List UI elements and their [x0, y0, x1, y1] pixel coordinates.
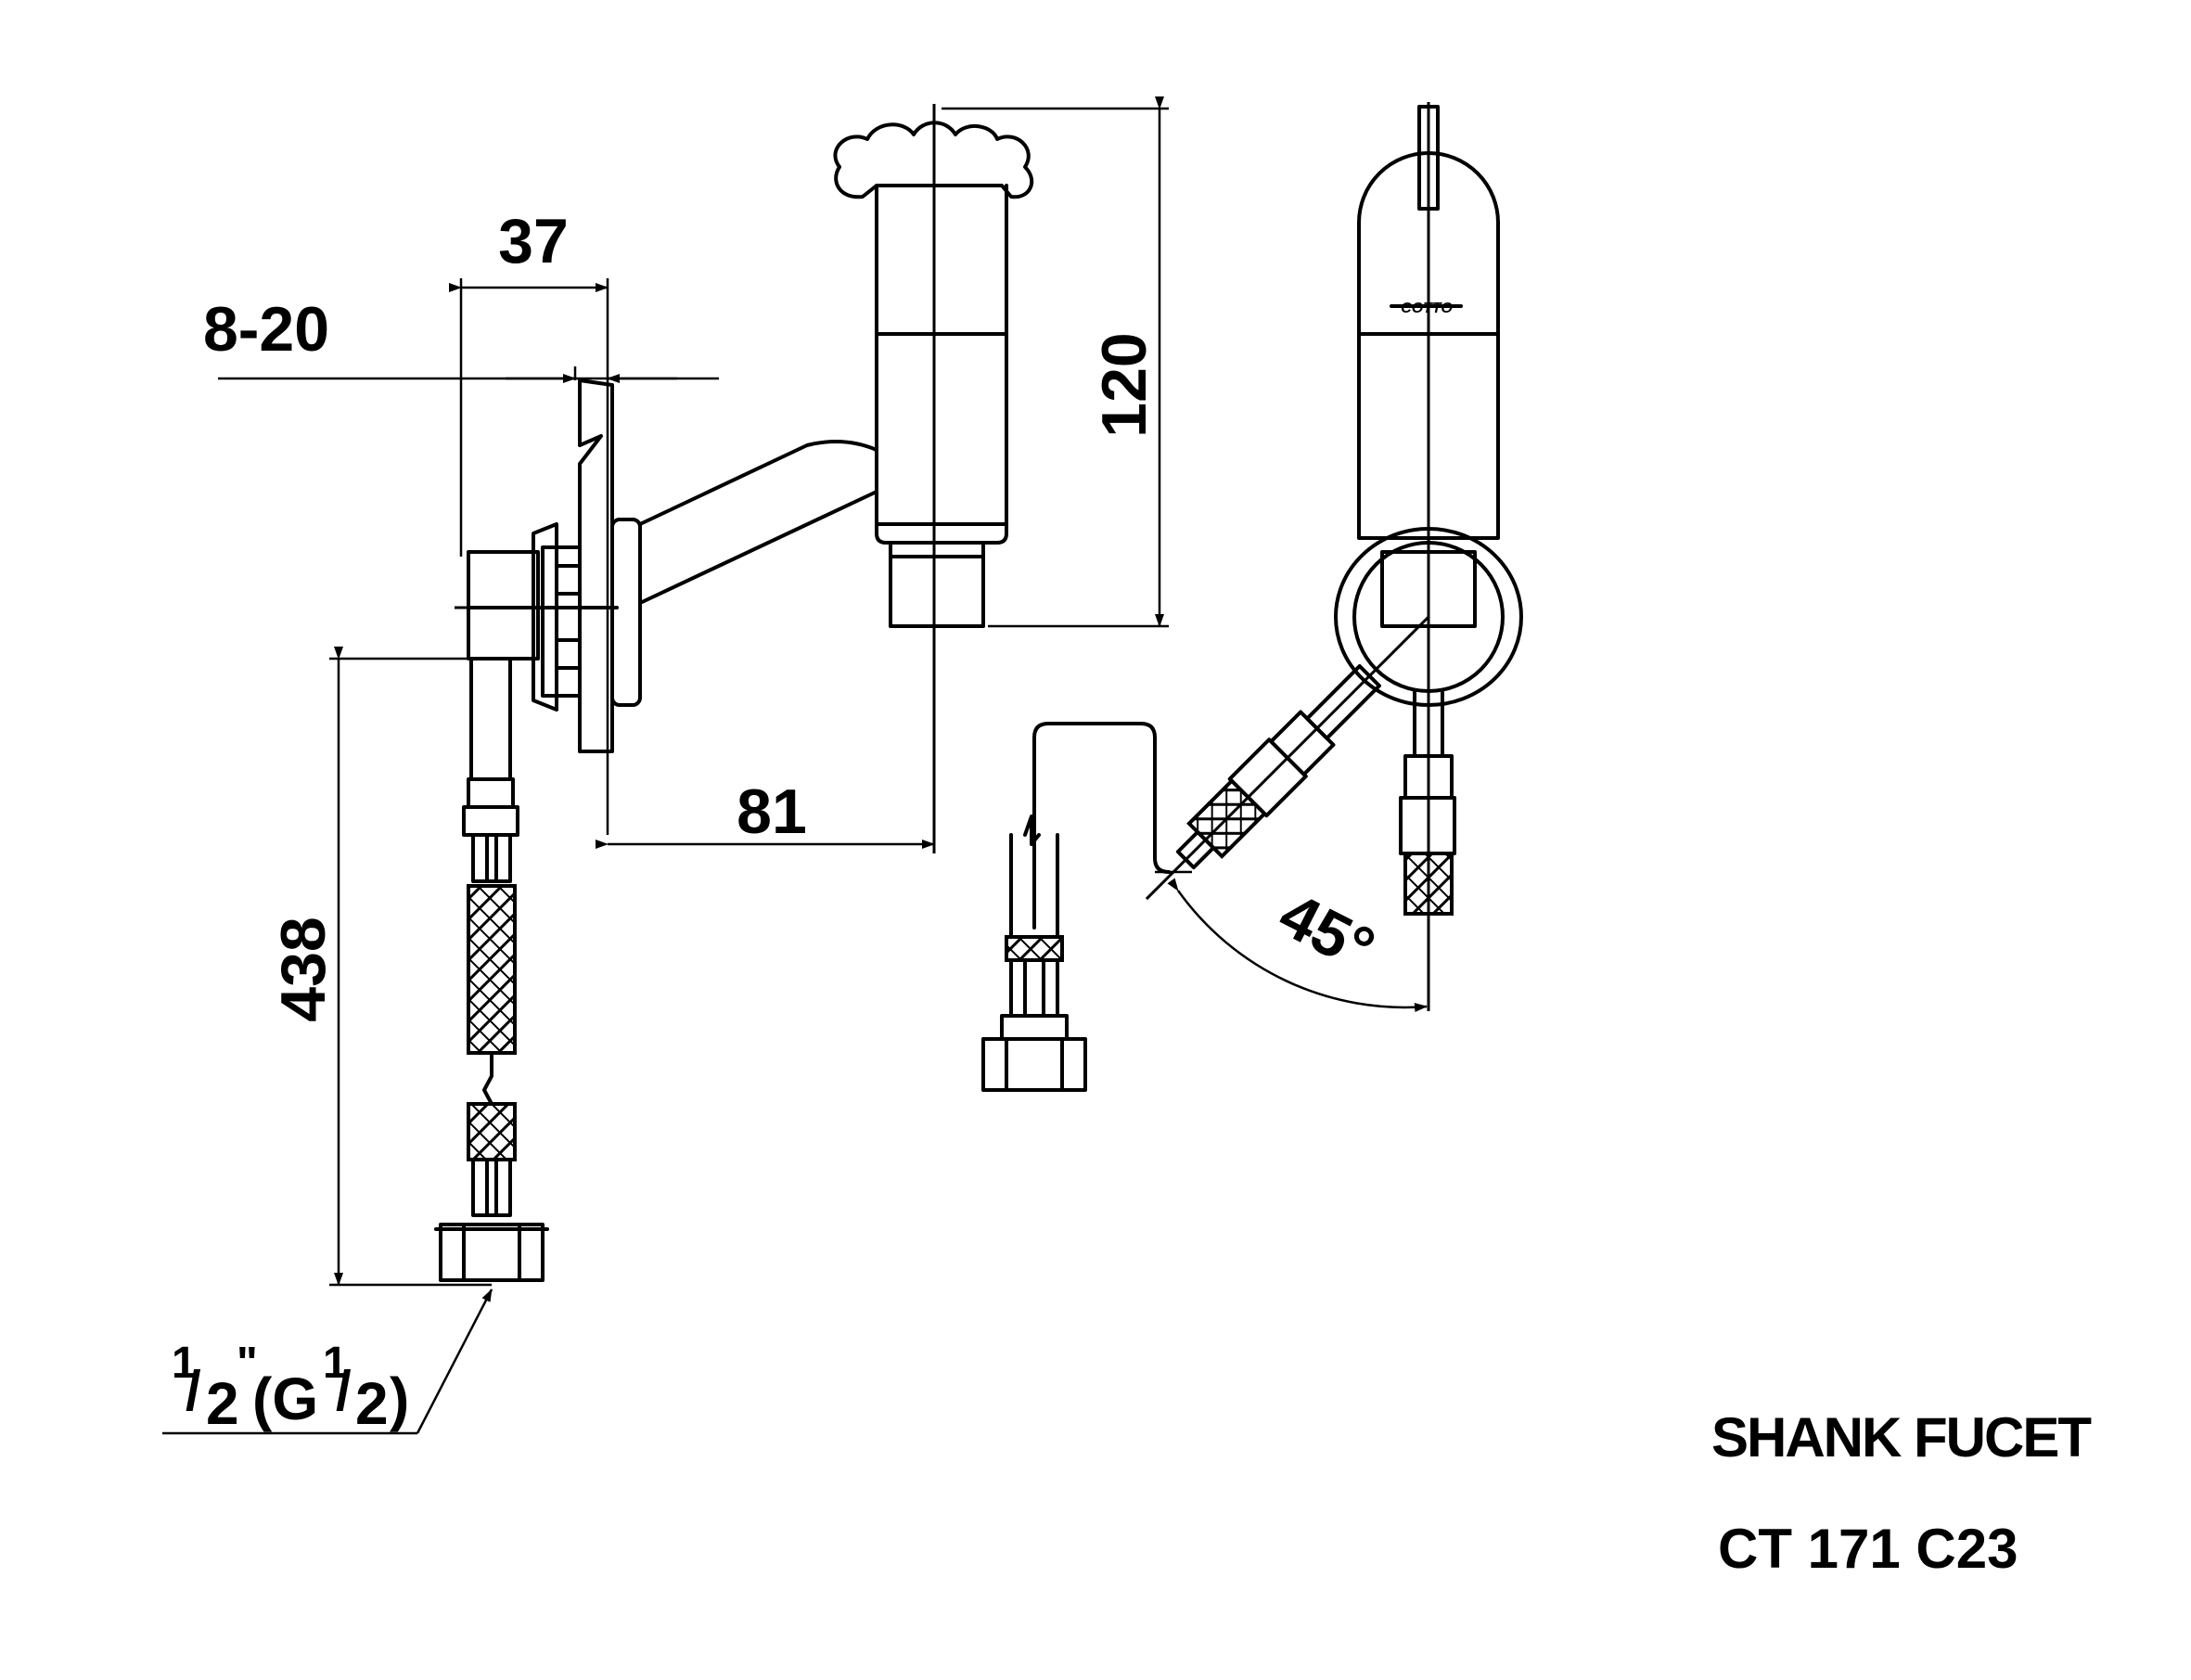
braided-hose-lower	[467, 1102, 517, 1161]
dim-37: 37	[498, 206, 569, 276]
hex-nut	[532, 522, 558, 712]
handle-cross	[833, 121, 1034, 199]
svg-text:/: /	[336, 1360, 352, 1422]
valve-body-upper	[875, 184, 1008, 336]
svg-text:1: 1	[172, 1339, 197, 1388]
svg-text:2: 2	[206, 1370, 239, 1437]
svg-text:(G: (G	[252, 1366, 318, 1432]
model-number: CT 171 C23	[1718, 1518, 2018, 1580]
arm	[638, 440, 878, 605]
angle-dimension	[1167, 878, 1428, 1013]
hose-stem	[469, 657, 512, 781]
front-view: COTTO	[1145, 102, 1523, 1011]
dim-8-20: 8-20	[203, 294, 329, 365]
inlet-nut	[439, 1223, 545, 1282]
dimension-lines	[162, 96, 1169, 1435]
brand-logo: COTTO	[1401, 301, 1453, 316]
braided-hose-upper	[467, 884, 517, 1055]
svg-text:): )	[390, 1366, 409, 1432]
shank-body	[467, 550, 540, 660]
product-name: SHANK FUCET	[1711, 1406, 2091, 1468]
thread-spec: 1 / 2 " (G 1 / 2 )	[172, 1339, 409, 1437]
dim-45-deg: 45°	[1268, 878, 1385, 984]
dim-81: 81	[737, 776, 807, 847]
supply-hose-detail	[981, 722, 1192, 1092]
lock-ring	[541, 545, 582, 698]
dim-438: 438	[268, 917, 339, 1021]
svg-text:/: /	[186, 1360, 201, 1422]
svg-text:": "	[237, 1339, 258, 1388]
outlet-nozzle	[889, 541, 985, 628]
side-view	[434, 104, 1034, 1282]
svg-text:2: 2	[355, 1370, 389, 1437]
valve-body-lower	[875, 332, 1008, 545]
dim-120: 120	[1089, 332, 1160, 437]
svg-text:1: 1	[323, 1339, 348, 1388]
supply-inlet-nut	[981, 1037, 1087, 1092]
wall-flange	[610, 518, 642, 707]
